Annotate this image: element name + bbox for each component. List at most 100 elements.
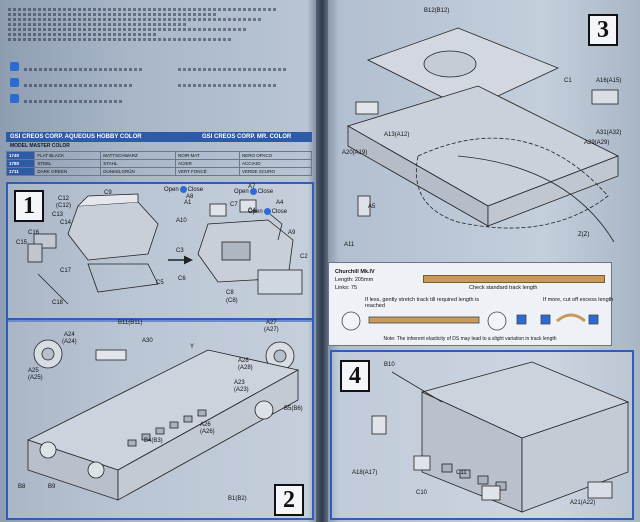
step-number: 1 bbox=[14, 190, 44, 222]
paint-cell-it: VERDE SCURO bbox=[239, 167, 312, 176]
part-label: C15 bbox=[16, 240, 28, 246]
step-1-panel: 1 bbox=[6, 182, 314, 322]
track-links: Links: 75 bbox=[335, 285, 358, 291]
paint-cell-name: DARK GREEN bbox=[34, 167, 102, 176]
part-label: (A25) bbox=[28, 375, 43, 381]
step-3-panel: 3 B12(B12) C1 A16(A15) A13(A12) bbox=[326, 4, 622, 258]
step-number: 2 bbox=[274, 484, 304, 516]
part-label: Z(Z) bbox=[578, 232, 590, 238]
step-4-panel: 4 B10 A18(A17) C10 C11 A21(A22) bbox=[330, 350, 634, 520]
step-number: 3 bbox=[588, 14, 618, 46]
part-label: A28 bbox=[238, 358, 249, 364]
paint-cell-name: FLAT BLACK bbox=[34, 151, 102, 160]
legend-symbol-icon bbox=[10, 78, 19, 87]
part-label: A9 bbox=[288, 230, 296, 236]
part-label: A27 bbox=[266, 320, 277, 326]
symbol-legend bbox=[8, 56, 308, 106]
part-label: A4 bbox=[276, 200, 284, 206]
part-label: C2 bbox=[300, 254, 308, 260]
part-label: B1(B2) bbox=[228, 496, 247, 502]
part-label: C17 bbox=[60, 268, 72, 274]
part-label: (C8) bbox=[226, 298, 238, 304]
right-page: 3 B12(B12) C1 A16(A15) A13(A12) bbox=[326, 0, 640, 522]
track-length-box: Churchill Mk.IV Length: 205mm Links: 75 … bbox=[328, 262, 614, 346]
step-2-drawing bbox=[26, 339, 300, 501]
part-label: A11 bbox=[344, 242, 355, 248]
part-label: C4 bbox=[248, 208, 256, 214]
paint-cell-de: DUNKELGRÜN bbox=[100, 167, 176, 176]
step-1-drawing bbox=[27, 193, 303, 305]
part-label: A29(A29) bbox=[584, 140, 610, 146]
track-scale-bar bbox=[423, 275, 605, 283]
paint-cell-de: MATTSCHWARZ bbox=[100, 151, 176, 160]
part-label: (A23) bbox=[234, 387, 249, 393]
paint-guide-subheader: MODEL MASTER COLOR bbox=[6, 142, 312, 150]
part-label: C14 bbox=[60, 220, 72, 226]
part-label: C1 bbox=[564, 78, 572, 84]
part-label: A7 bbox=[248, 184, 256, 190]
track-model: Churchill Mk.IV bbox=[335, 269, 375, 275]
part-label: A31(A32) bbox=[596, 130, 622, 136]
paint-header-left: GSI CREOS CORP. AQUEOUS HOBBY COLOR bbox=[10, 134, 142, 140]
part-label: B12(B12) bbox=[424, 8, 450, 14]
part-label: B11(B11) bbox=[118, 320, 143, 326]
part-label: C6 bbox=[178, 276, 186, 282]
paint-cell-it: NERO OPACO bbox=[239, 151, 312, 160]
paint-cell-code: 1740 bbox=[5, 151, 36, 160]
part-label: C3 bbox=[176, 248, 184, 254]
part-label: A26 bbox=[200, 422, 211, 428]
open-close-icon bbox=[179, 186, 187, 193]
part-label: C11 bbox=[456, 470, 467, 476]
step-3-drawing bbox=[346, 27, 619, 243]
part-label: A16(A15) bbox=[596, 78, 622, 84]
part-label: B9 bbox=[48, 484, 56, 490]
part-label: C8 bbox=[226, 290, 234, 296]
open-close-icon bbox=[249, 188, 257, 195]
part-label: C13 bbox=[52, 212, 64, 218]
part-label: A20(A19) bbox=[342, 150, 368, 156]
part-label: (A24) bbox=[62, 339, 77, 345]
part-label: C18 bbox=[52, 300, 64, 306]
part-label: Y bbox=[190, 344, 195, 350]
step-2-panel: 2 bbox=[6, 318, 314, 520]
part-label: (A26) bbox=[200, 429, 215, 435]
paint-cell-fr: ACIER bbox=[174, 159, 241, 168]
part-label: A30 bbox=[142, 338, 153, 344]
paint-cell-fr: NOIR MAT bbox=[174, 151, 241, 160]
paint-header-right: GSI CREOS CORP. MR. COLOR bbox=[202, 134, 292, 140]
paint-cell-code: 1780 bbox=[5, 159, 36, 168]
step-number: 4 bbox=[340, 360, 370, 392]
part-label: B8 bbox=[18, 484, 26, 490]
open-close-icon bbox=[263, 208, 271, 215]
part-label: A23 bbox=[234, 380, 245, 386]
paint-cell-it: ACCIAIO bbox=[239, 159, 312, 168]
part-label: (C12) bbox=[56, 203, 72, 209]
track-note: Note: The inherent elasticity of DS may … bbox=[383, 336, 557, 342]
part-label: A21(A22) bbox=[570, 500, 596, 506]
part-label: C9 bbox=[104, 190, 112, 196]
track-if-more: If more, cut off excess length bbox=[543, 297, 614, 303]
part-label: A1 bbox=[184, 200, 192, 206]
legend-symbol-icon bbox=[10, 94, 19, 103]
part-label: A8 bbox=[186, 194, 194, 200]
legend-symbol-icon bbox=[10, 62, 19, 71]
part-label: A5 bbox=[368, 204, 376, 210]
part-label: C5 bbox=[156, 280, 164, 286]
part-label: C16 bbox=[28, 230, 40, 236]
paint-guide-header: GSI CREOS CORP. AQUEOUS HOBBY COLOR GSI … bbox=[6, 132, 312, 142]
left-page: GSI CREOS CORP. AQUEOUS HOBBY COLOR GSI … bbox=[0, 0, 318, 522]
paint-cell-name: STEEL bbox=[34, 159, 102, 168]
step-4-drawing bbox=[371, 361, 630, 513]
part-label: A13(A12) bbox=[384, 132, 410, 138]
track-check-text: Check standard track length bbox=[469, 285, 538, 291]
track-if-less: If less, gently stretch track till requi… bbox=[365, 297, 480, 309]
part-label: C7 bbox=[230, 202, 238, 208]
multilingual-notes bbox=[8, 6, 308, 56]
